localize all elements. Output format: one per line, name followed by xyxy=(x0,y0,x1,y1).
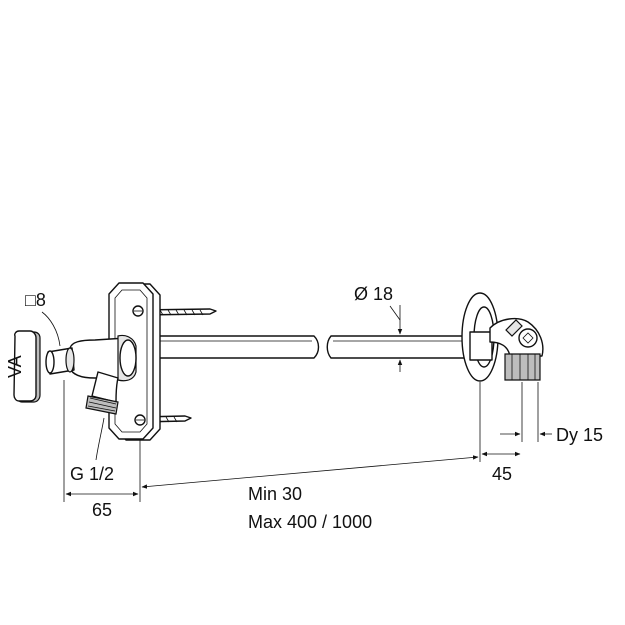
dim-max-label: Max 400 / 1000 xyxy=(248,512,372,532)
valve-body xyxy=(69,334,137,415)
pipe xyxy=(149,335,471,359)
diameter-dimension: Ø 18 xyxy=(354,284,403,372)
dimension-dy15: Dy 15 xyxy=(500,425,603,445)
key-mark: VA xyxy=(5,355,25,378)
square-key-handle: VA xyxy=(5,330,41,403)
dim-65-label: 65 xyxy=(92,500,112,520)
wall-plate xyxy=(108,282,161,441)
dimension-65: 65 xyxy=(65,491,139,520)
elbow-fitting xyxy=(489,317,544,381)
dim-min-label: Min 30 xyxy=(248,484,302,504)
extension-lines xyxy=(63,380,539,502)
dimension-45: 45 xyxy=(481,451,521,484)
square-key-label: □8 xyxy=(25,290,46,310)
spindle xyxy=(45,347,75,375)
thread-dimension: G 1/2 xyxy=(70,417,114,484)
diameter-label: Ø 18 xyxy=(354,284,393,304)
dimension-length: Min 30 Max 400 / 1000 xyxy=(141,455,479,532)
end-flange xyxy=(461,292,499,382)
dim-45-label: 45 xyxy=(492,464,512,484)
square-key-dimension: □8 xyxy=(25,290,61,347)
dim-dy-label: Dy 15 xyxy=(556,425,603,445)
thread-label: G 1/2 xyxy=(70,464,114,484)
